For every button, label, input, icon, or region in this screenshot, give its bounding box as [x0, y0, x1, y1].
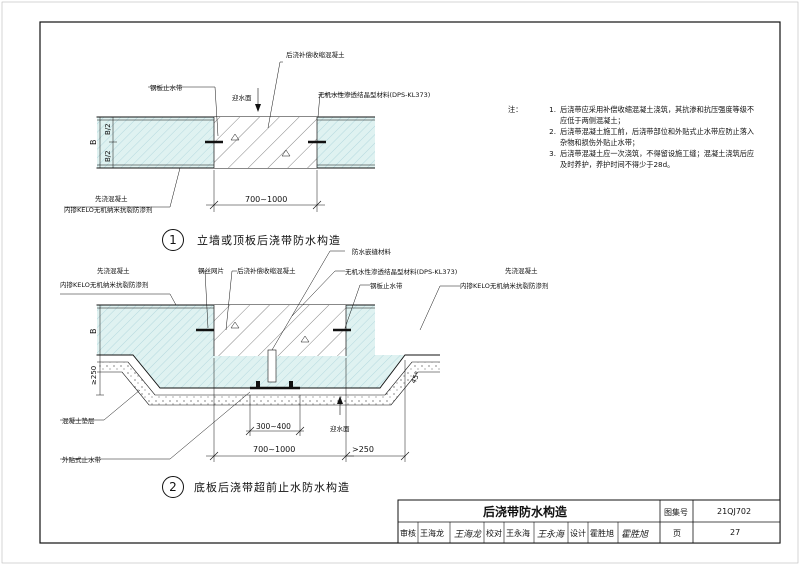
d1-dim-b2-top: B/2 — [104, 123, 112, 135]
note-number: 1. — [549, 105, 556, 114]
d2-label-kelo-right: 内掺KELO无机纳米抗裂防渗剂 — [460, 281, 548, 290]
d2-dim-b: B — [89, 329, 98, 335]
d2-label-waterstop: 钢板止水带 — [370, 281, 403, 290]
note-text: 后浇带混凝土施工前，后浇带部位和外贴式止水带应防止落入杂物和损伤外贴止水带； — [560, 127, 755, 147]
reviewer-label: 审核 — [400, 529, 416, 538]
note-item: 2. 后浇带混凝土施工前，后浇带部位和外贴式止水带应防止落入杂物和损伤外贴止水带… — [508, 126, 758, 148]
note-number: 3. — [549, 149, 556, 158]
d2-label-kelo-left: 内掺KELO无机纳米抗裂防渗剂 — [60, 280, 148, 289]
detail2-drawing — [60, 250, 460, 462]
drawing-frame — [39, 21, 781, 544]
note-item: 3. 后浇带混凝土应一次浇筑，不得留设施工缝；混凝土浇筑后应及时养护，养护时间不… — [508, 148, 758, 170]
d1-label-first-concrete: 先浇混凝土 — [95, 194, 128, 203]
note-number: 2. — [549, 127, 556, 136]
d2-label-cushion: 混凝土垫层 — [62, 416, 95, 425]
d2-dim-300-400: 300~400 — [256, 422, 291, 431]
d2-dim-width: 700~1000 — [253, 445, 295, 454]
note-item: 注： 1. 后浇带应采用补偿收缩混凝土浇筑，其抗渗和抗压强度等级不应低于两侧混凝… — [508, 104, 758, 126]
d1-label-water-side: 迎水面 — [232, 93, 252, 102]
note-text: 后浇带混凝土应一次浇筑，不得留设施工缝；混凝土浇筑后应及时养护，养护时间不得少于… — [560, 149, 755, 169]
reviewer-signature: 王海龙 — [454, 530, 482, 540]
d1-dim-b2-bot: B/2 — [104, 150, 112, 162]
d1-label-post-concrete: 后浇补偿收缩混凝土 — [286, 50, 345, 59]
d2-label-ext-waterstop: 外贴式止水带 — [62, 455, 102, 464]
atlas-label: 图集号 — [664, 508, 688, 517]
notes-heading: 注： — [508, 105, 523, 114]
d2-label-first-concrete-left: 先浇混凝土 — [97, 266, 130, 275]
d2-label-sealant: 防水嵌缝材料 — [352, 247, 392, 256]
reviewer-name: 王海龙 — [420, 529, 444, 538]
d2-label-first-concrete-right: 先浇混凝土 — [505, 266, 538, 275]
page-number: 27 — [730, 528, 741, 537]
d2-label-crystalline: 无机水性渗透结晶型材料(DPS-KL373) — [345, 267, 457, 276]
designer-label: 设计 — [570, 529, 586, 538]
detail1-drawing — [64, 61, 375, 212]
designer-signature: 霍胜旭 — [621, 530, 649, 540]
d2-label-steel-mesh: 钢丝网片 — [198, 266, 224, 275]
d1-label-waterstop: 钢板止水带 — [150, 83, 183, 92]
d1-label-kelo: 内掺KELO无机纳米抗裂防渗剂 — [64, 205, 152, 214]
title-block-grid — [397, 499, 781, 544]
title-block-title: 后浇带防水构造 — [483, 505, 568, 519]
checker-label: 校对 — [486, 529, 502, 538]
d2-label-post-concrete: 后浇补偿收缩混凝土 — [237, 266, 296, 275]
atlas-number: 21QJ702 — [717, 507, 752, 516]
notes-block: 注： 1. 后浇带应采用补偿收缩混凝土浇筑，其抗渗和抗压强度等级不应低于两侧混凝… — [508, 104, 758, 170]
d1-label-crystalline: 无机水性渗透结晶型材料(DPS-KL373) — [318, 90, 430, 99]
d1-dim-b: B — [89, 140, 98, 146]
detail1-number-circle: 1 — [162, 229, 184, 251]
detail1-title: 立墙或顶板后浇带防水构造 — [197, 234, 341, 247]
d2-dim-250b: >250 — [352, 445, 374, 454]
checker-name: 王永海 — [506, 529, 530, 538]
detail2-title: 底板后浇带超前止水防水构造 — [194, 481, 350, 494]
d2-dim-250: ≥250 — [90, 366, 98, 385]
detail2-number-circle: 2 — [162, 476, 184, 498]
d1-dim-width: 700~1000 — [245, 195, 287, 204]
designer-name: 霍胜旭 — [590, 529, 614, 538]
page-label: 页 — [673, 529, 681, 538]
checker-signature: 王永海 — [537, 530, 565, 540]
d2-label-water-side: 迎水面 — [330, 424, 350, 433]
note-text: 后浇带应采用补偿收缩混凝土浇筑，其抗渗和抗压强度等级不应低于两侧混凝土； — [560, 105, 755, 125]
